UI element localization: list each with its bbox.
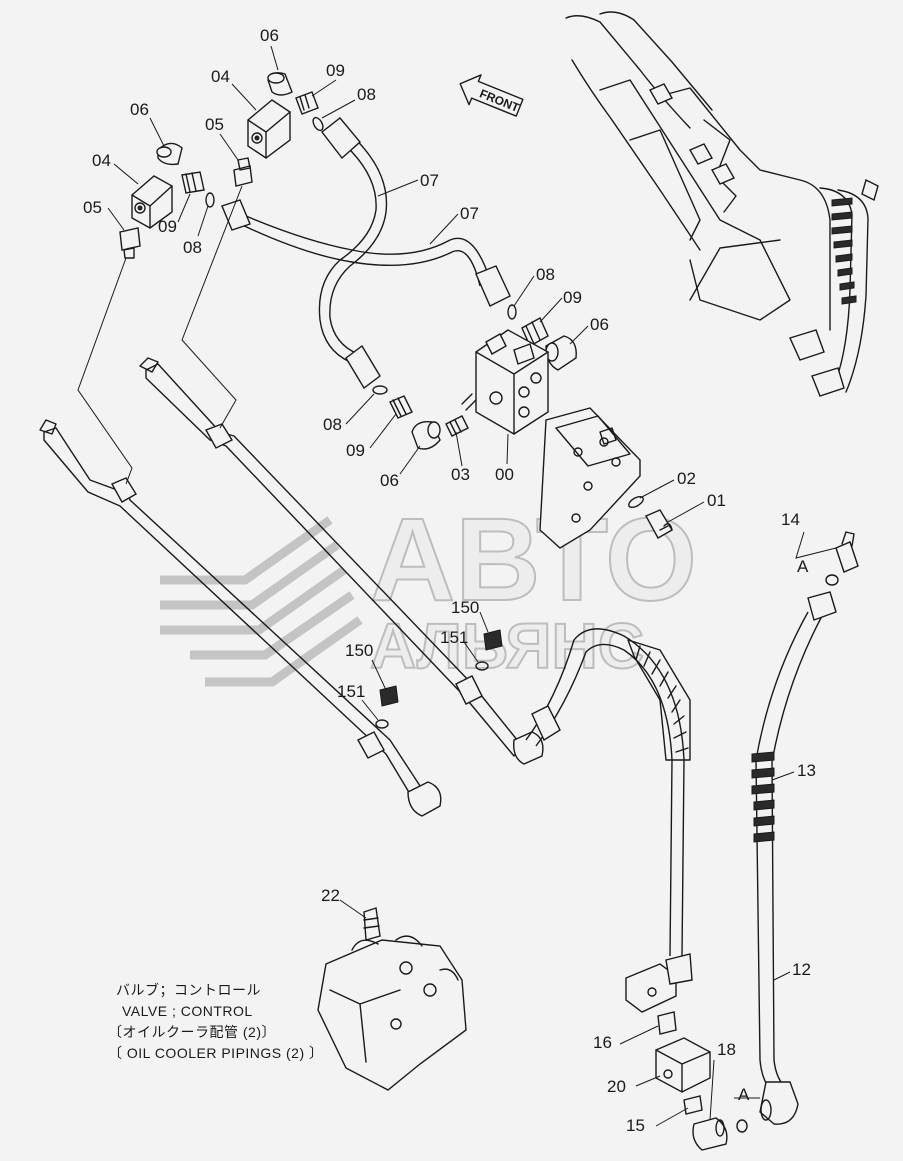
- label-16: 16: [593, 1033, 612, 1052]
- elbow-fitting-06-right: [545, 335, 577, 371]
- o-ring-151-upper: [475, 661, 489, 671]
- fitting-14: [835, 531, 859, 573]
- watermark-logo: АВТО АЛЬЯНС: [160, 493, 698, 687]
- label-18: 18: [717, 1040, 736, 1059]
- nipple-15: [683, 1095, 703, 1115]
- label-13: 13: [797, 761, 816, 780]
- leader-line-22: [339, 899, 367, 919]
- adapter-16: [657, 1011, 677, 1035]
- o-ring-08-lower: [372, 385, 388, 395]
- machine-boom-view: [565, 11, 879, 397]
- oil-cooler-pipe-middle: [139, 357, 544, 765]
- label-06-a: 06: [260, 26, 279, 45]
- caption-jp-title: バルブ；コントロール: [116, 982, 261, 998]
- leader-line-05-lower: [77, 257, 133, 485]
- caption-en-title: VALVE ; CONTROL: [122, 1003, 253, 1019]
- hose-13: [751, 591, 837, 1097]
- block-20: [655, 1037, 711, 1093]
- label-leader-lines: [107, 45, 795, 1127]
- o-ring-08-right: [507, 304, 517, 320]
- label-09-c: 09: [563, 288, 582, 307]
- label-22: 22: [321, 886, 340, 905]
- adapter-09-lower: [389, 395, 413, 419]
- label-A-lower: A: [738, 1085, 750, 1104]
- bolt-01: [645, 509, 673, 539]
- elbow-fitting-06-upper: [267, 72, 293, 96]
- o-ring-08-upper: [312, 116, 324, 132]
- label-08-b: 08: [183, 238, 202, 257]
- o-ring-08-left: [205, 192, 215, 208]
- label-14: 14: [781, 510, 800, 529]
- o-ring-14: [825, 574, 839, 586]
- label-20: 20: [607, 1077, 626, 1096]
- washer-02: [628, 496, 644, 508]
- label-A-upper: A: [797, 557, 809, 576]
- block-fitting-04-lower: [131, 175, 173, 229]
- watermark-line-2: АЛЬЯНС: [370, 610, 644, 682]
- label-08-d: 08: [323, 415, 342, 434]
- caption-jp-subtitle: 〔オイルクーラ配管 (2)〕: [108, 1024, 276, 1040]
- label-151-a: 151: [440, 628, 468, 647]
- leader-line-18: [709, 1059, 760, 1121]
- label-15: 15: [626, 1116, 645, 1135]
- label-05-a: 05: [205, 115, 224, 134]
- hose-07-lower: [221, 199, 511, 307]
- block-fitting-04-upper: [247, 99, 291, 159]
- adapter-09-left: [181, 171, 205, 194]
- label-09-d: 09: [346, 441, 365, 460]
- elbow-fitting-18: [692, 1117, 728, 1151]
- label-07-a: 07: [420, 171, 439, 190]
- plug-03: [445, 415, 469, 437]
- part-labels: 06 04 09 08 06 05 04 07 05 09 08 07 08 0…: [83, 26, 816, 1135]
- leader-line-05-upper: [181, 185, 243, 429]
- nipple-05-upper: [233, 157, 253, 187]
- label-08-a: 08: [357, 85, 376, 104]
- label-00: 00: [495, 465, 514, 484]
- label-06-d: 06: [380, 471, 399, 490]
- caption-en-subtitle: 〔 OIL COOLER PIPINGS (2) 〕: [108, 1045, 324, 1061]
- watermark-line-1: АВТО: [370, 494, 697, 626]
- front-arrow: FRONT: [459, 74, 524, 117]
- label-150-b: 150: [345, 641, 373, 660]
- label-05-b: 05: [83, 198, 102, 217]
- label-150-a: 150: [451, 598, 479, 617]
- label-07-b: 07: [460, 204, 479, 223]
- diagram-caption: バルブ；コントロール VALVE ; CONTROL 〔オイルクーラ配管 (2)…: [108, 980, 324, 1064]
- hose-center-cooler: [525, 628, 691, 957]
- mounting-bracket: [539, 407, 641, 549]
- elbow-cooler-connection: [625, 953, 693, 1013]
- nipple-05-lower: [119, 227, 141, 259]
- label-02: 02: [677, 469, 696, 488]
- valve-body-00: [461, 329, 549, 435]
- elbow-fitting-06-lower: [411, 421, 441, 450]
- plug-150-upper: [483, 629, 503, 651]
- watermark-emblem-icon: [160, 516, 363, 687]
- label-151-b: 151: [337, 682, 365, 701]
- plug-150-lower: [379, 685, 399, 707]
- elbow-fitting-lower-right: [759, 1081, 799, 1125]
- label-01: 01: [707, 491, 726, 510]
- adapter-09-upper: [295, 91, 319, 115]
- elbow-fitting-06-mid: [156, 142, 183, 166]
- label-06-c: 06: [590, 315, 609, 334]
- label-06-b: 06: [130, 100, 149, 119]
- o-ring-151-lower: [375, 719, 389, 729]
- label-03: 03: [451, 465, 470, 484]
- label-04-b: 04: [92, 151, 111, 170]
- label-09-b: 09: [158, 217, 177, 236]
- label-09-a: 09: [326, 61, 345, 80]
- oil-cooler-pipe-left: [39, 419, 442, 817]
- label-08-c: 08: [536, 265, 555, 284]
- control-valve-body: [317, 907, 467, 1091]
- label-04-a: 04: [211, 67, 230, 86]
- fittings-upper-left: [119, 72, 324, 259]
- leader-line-14: [795, 531, 837, 559]
- label-12: 12: [792, 960, 811, 979]
- o-ring-A-lower: [736, 1119, 748, 1133]
